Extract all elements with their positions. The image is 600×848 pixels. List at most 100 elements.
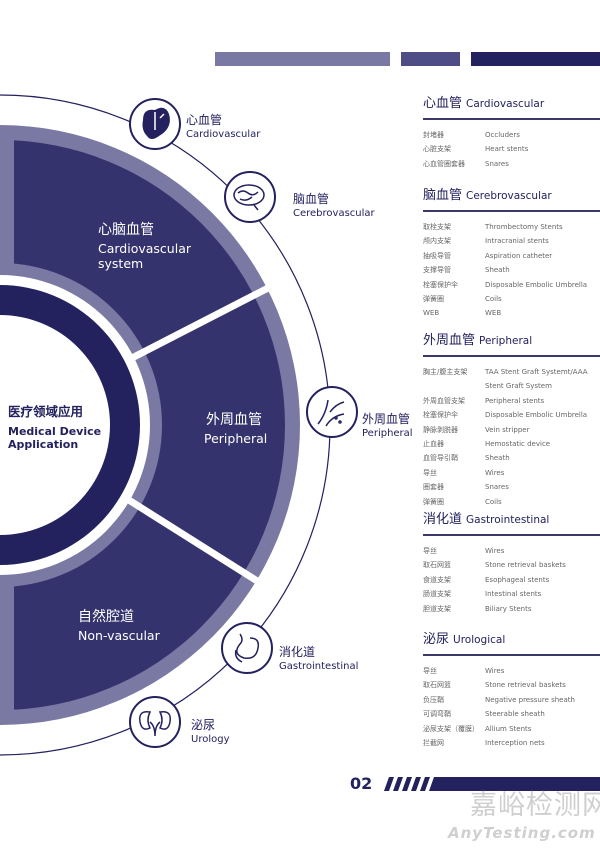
item-cn: 栓塞保护伞 — [423, 411, 458, 420]
list-item: 导丝 Wires — [423, 664, 600, 678]
item-cn: 胆道支架 — [423, 604, 451, 613]
list-item: 心脏支架 Heart stents — [423, 142, 600, 156]
vessel-icon-circle — [306, 386, 358, 438]
icon-label-cn: 泌尿 — [191, 718, 216, 732]
item-en: Wires — [485, 468, 505, 477]
segment-label-en: system — [98, 256, 144, 271]
item-en: Heart stents — [485, 145, 529, 154]
item-en: Aspiration catheter — [485, 251, 553, 260]
segment-label-cn: 自然腔道 — [78, 609, 134, 625]
brain-icon-circle — [224, 171, 276, 223]
list-item: WEB WEB — [423, 306, 600, 320]
center-disc — [0, 315, 110, 535]
top-bar-2 — [401, 52, 460, 66]
section-title-cn: 泌尿 — [423, 632, 450, 647]
item-cn: WEB — [423, 309, 440, 318]
list-item: 导丝 Wires — [423, 466, 600, 480]
item-en: Coils — [485, 295, 502, 304]
item-cn: 弹簧圈 — [423, 295, 444, 304]
icon-label-en: Cerebrovascular — [293, 208, 375, 219]
item-en: Snares — [485, 159, 509, 168]
section-title-en: Peripheral — [479, 335, 533, 347]
item-en: Allium Stents — [485, 724, 532, 733]
list-item: 抽吸导管 Aspiration catheter — [423, 249, 600, 263]
segment-label-en: Non-vascular — [78, 628, 160, 643]
segment-label-cn: 心脑血管 — [98, 222, 154, 238]
item-cn: 心脏支架 — [423, 145, 451, 154]
item-cn: 血管导引鞘 — [423, 454, 458, 463]
item-en: Wires — [485, 667, 505, 675]
item-en: Wires — [485, 547, 505, 555]
center-label: 医疗领域应用 Medical Device Application — [8, 404, 101, 451]
item-cn: 支撑导管 — [423, 266, 451, 275]
item-cn — [423, 379, 485, 393]
item-cn: 食道支架 — [423, 575, 451, 584]
item-cn: 导丝 — [423, 667, 437, 675]
icon-label-en: Peripheral — [362, 428, 413, 439]
segment-divider — [122, 494, 264, 587]
segment-peripheral: 外周血管 Peripheral — [204, 412, 267, 446]
stomach-icon — [234, 633, 260, 663]
segment-label-cn: 外周血管 — [206, 412, 262, 428]
item-en: Intestinal stents — [485, 590, 542, 599]
item-cn: 圈套器 — [423, 483, 444, 492]
item-cn: 负压鞘 — [423, 695, 444, 704]
list-item: 栓塞保护伞 Disposable Embolic Umbrella — [423, 408, 600, 422]
item-cn: 肠道支架 — [423, 590, 451, 599]
segment-divider — [126, 282, 274, 364]
item-en: Biliary Stents — [485, 604, 532, 613]
center-title-en: Medical Device — [8, 425, 102, 438]
item-en: WEB — [485, 309, 502, 318]
item-cn: 静脉剥脱器 — [423, 425, 458, 434]
kidney-icon — [138, 710, 172, 737]
item-cn: 外周血管支架 — [423, 396, 465, 405]
section-title-cn: 外周血管 — [423, 333, 476, 348]
icon-label-cn: 脑血管 — [293, 192, 330, 206]
list-item: 胆道支架 Biliary Stents — [423, 602, 600, 616]
top-bar-3 — [471, 52, 600, 66]
list-item: 肠道支架 Intestinal stents — [423, 587, 600, 601]
watermark-cn: 嘉峪检测网 — [470, 790, 600, 821]
item-cn: 导丝 — [423, 547, 437, 555]
brain-icon — [233, 184, 265, 211]
item-en: TAA Stent Graft Systemt/AAA — [485, 368, 588, 376]
item-en: Steerable sheath — [485, 710, 545, 719]
stomach-icon-circle — [221, 622, 273, 674]
icon-label-en: Gastrointestinal — [279, 661, 359, 672]
heart-icon — [142, 107, 170, 139]
item-en: Stent Graft System — [485, 382, 552, 391]
center-title-cn: 医疗领域应用 — [8, 404, 84, 419]
item-en: Snares — [485, 483, 509, 492]
item-cn: 止血器 — [423, 440, 444, 449]
section-title-en: Cerebrovascular — [466, 190, 552, 202]
application-wheel — [0, 94, 358, 756]
section-title-en: Urological — [453, 634, 506, 646]
item-en: Disposable Embolic Umbrella — [485, 411, 588, 420]
list-item: 圈套器 Snares — [423, 480, 600, 494]
item-cn: 导丝 — [423, 468, 437, 477]
item-cn: 取石网篮 — [423, 681, 451, 690]
item-cn: 抽吸导管 — [423, 251, 451, 260]
section-title-cn: 心血管 — [423, 96, 463, 111]
list-item: 弹簧圈 Coils — [423, 292, 600, 306]
